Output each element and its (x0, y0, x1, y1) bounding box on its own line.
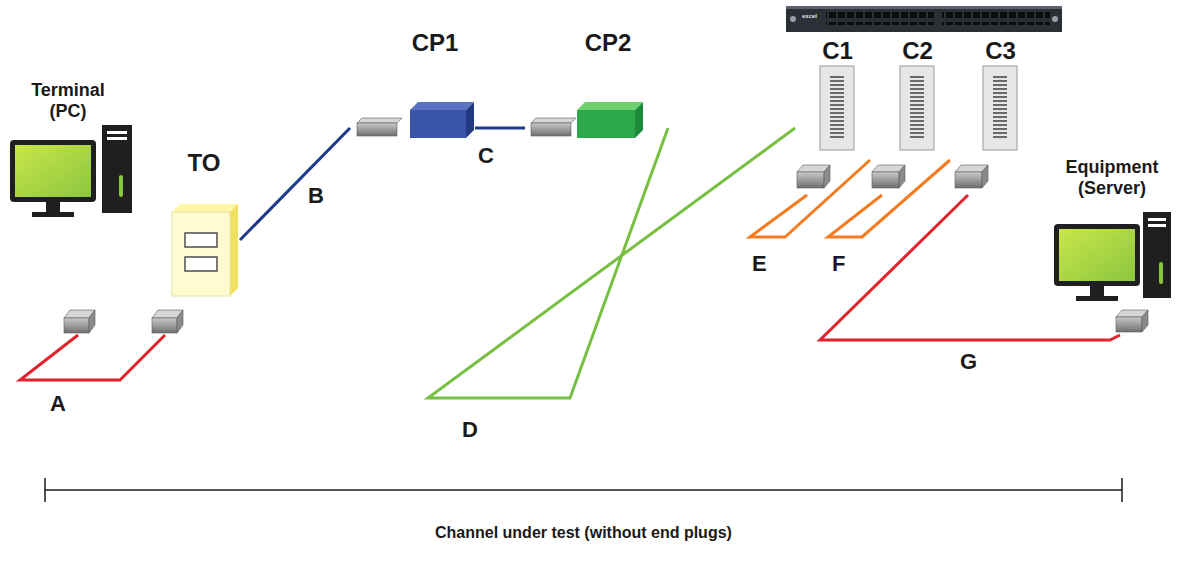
node-label: CP2 (570, 29, 646, 57)
server-icon (1054, 212, 1171, 301)
bracket-label: Channel under test (without end plugs) (435, 524, 732, 542)
cable-label: D (460, 418, 480, 442)
node-label: CP1 (400, 29, 470, 57)
patch-port (820, 66, 1017, 150)
cable (428, 128, 795, 398)
cable-label: F (830, 252, 847, 276)
cable-label: E (750, 252, 769, 276)
telecom-outlet: TO (148, 145, 240, 335)
equipment-server: Equipment (Server) (1050, 155, 1174, 335)
patch-connection: C2 (870, 36, 942, 195)
patch-connection: C3 (950, 36, 1022, 195)
cable-label: A (48, 392, 68, 416)
patch-panel (786, 6, 1062, 32)
terminal-pc: Terminal (PC) (8, 78, 138, 335)
cable (240, 128, 350, 240)
pc-icon (10, 125, 132, 217)
node-label: C3 (978, 37, 1023, 65)
cable-label: G (958, 350, 979, 374)
node-label: Equipment (Server) (1052, 157, 1172, 198)
node-label: C2 (895, 37, 940, 65)
node-label: Terminal (PC) (16, 80, 120, 121)
cable (828, 160, 950, 237)
cable (20, 335, 165, 380)
node-label: C1 (815, 37, 860, 65)
brand-mark: excel (802, 13, 817, 19)
cable (475, 127, 525, 130)
node-label: TO (166, 149, 242, 177)
telecom-outlet (172, 204, 238, 296)
patch-connection: C1 (795, 36, 860, 195)
dimension-bracket (45, 478, 1122, 502)
cable (750, 160, 870, 237)
consolidation-point (410, 102, 643, 138)
consolidation-point: CP1 (350, 25, 475, 140)
consolidation-point: CP2 (525, 25, 668, 140)
cable (820, 195, 1120, 340)
cable-label: B (306, 184, 326, 208)
cable-label: C (476, 144, 496, 168)
